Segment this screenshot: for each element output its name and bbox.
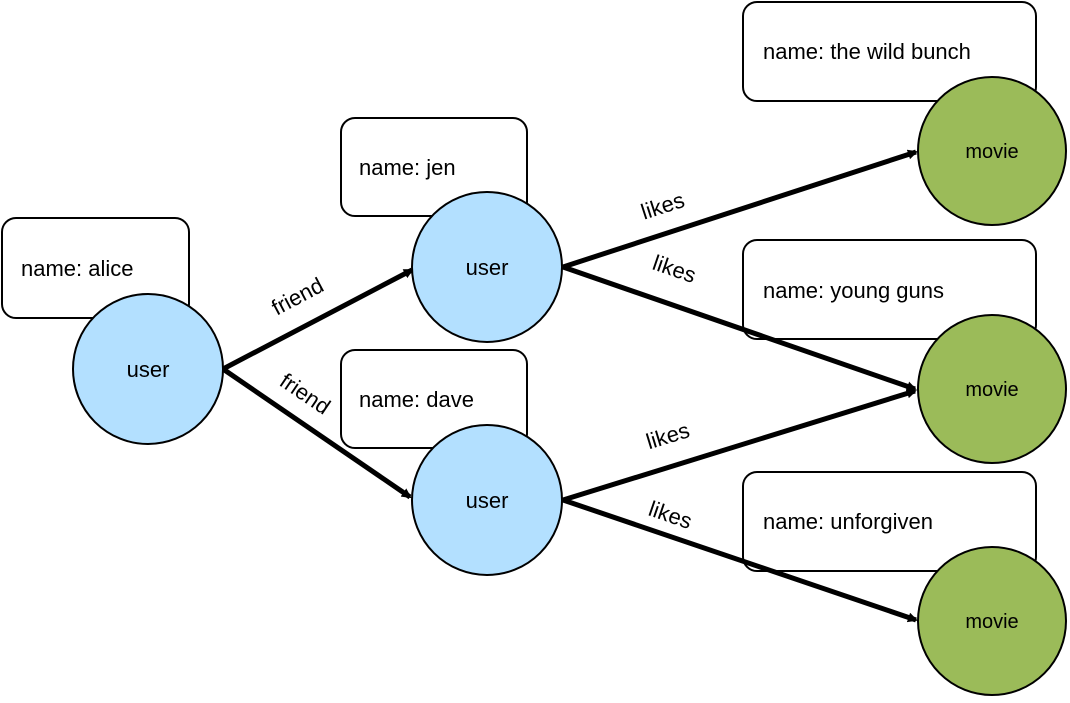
property-text-dave: name: dave	[359, 387, 474, 412]
node-label-young-guns: movie	[965, 379, 1018, 401]
node-user-jen: user	[411, 191, 563, 343]
edge-dave-young-guns: likes	[562, 388, 917, 503]
property-box-wild-bunch: name: the wild bunch	[742, 1, 1037, 102]
node-movie-wild-bunch: movie	[917, 76, 1067, 226]
edge-line-dave-unforgiven	[562, 497, 918, 623]
edge-line-jen-young-guns	[562, 264, 917, 392]
property-box-unforgiven: name: unforgiven	[742, 471, 1037, 572]
edge-line-alice-jen	[221, 267, 414, 372]
property-text-alice: name: alice	[21, 256, 134, 281]
property-text-wild-bunch: name: the wild bunch	[763, 39, 971, 64]
node-label-dave: user	[466, 488, 509, 513]
node-user-dave: user	[411, 424, 563, 576]
property-text-unforgiven: name: unforgiven	[763, 509, 933, 534]
property-text-young-guns: name: young guns	[763, 278, 944, 303]
node-label-wild-bunch: movie	[965, 141, 1018, 163]
property-text-jen: name: jen	[359, 155, 456, 180]
property-box-dave: name: dave	[340, 349, 528, 449]
node-movie-unforgiven: movie	[917, 546, 1067, 696]
node-label-alice: user	[127, 357, 170, 382]
node-movie-young-guns: movie	[917, 314, 1067, 464]
edge-label-jen-wild-bunch: likes	[638, 187, 688, 224]
edge-label-dave-young-guns: likes	[643, 417, 692, 454]
edge-line-alice-dave	[221, 366, 412, 500]
edge-label-alice-jen: friend	[267, 272, 327, 320]
property-box-young-guns: name: young guns	[742, 239, 1037, 340]
edge-line-jen-wild-bunch	[562, 149, 918, 270]
edge-label-jen-young-guns: likes	[650, 250, 700, 288]
node-label-jen: user	[466, 255, 509, 280]
node-user-alice: user	[72, 293, 224, 445]
edge-line-dave-young-guns	[562, 388, 917, 503]
property-box-alice: name: alice	[1, 217, 190, 319]
node-label-unforgiven: movie	[965, 611, 1018, 633]
